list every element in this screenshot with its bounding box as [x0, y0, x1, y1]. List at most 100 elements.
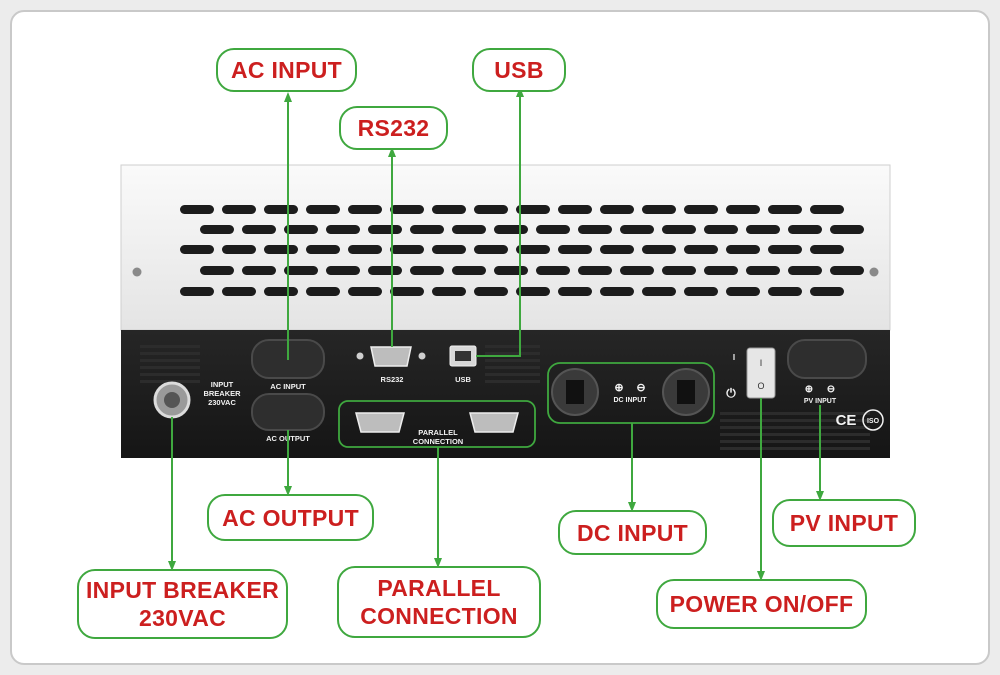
rs232-port: RS232	[356, 346, 426, 384]
callout-pv-input-text: PV INPUT	[789, 510, 899, 536]
panel-vent-slot	[485, 352, 540, 355]
callout-parallel-line2: CONNECTION	[360, 603, 518, 629]
vent-slot	[452, 266, 486, 275]
vent-slot	[704, 225, 738, 234]
pv-minus-icon: ⊖	[827, 384, 835, 395]
ce-mark: CE	[836, 412, 857, 429]
vent-slot	[642, 287, 676, 296]
screw-right	[869, 267, 879, 277]
panel-vent-slot	[140, 345, 200, 348]
screw-left	[132, 267, 142, 277]
panel-vent-slot	[485, 373, 540, 376]
pv-input-socket: ⊕ ⊖ PV INPUT	[787, 339, 867, 405]
dc-input-terminals: ⊕ ⊖ DC INPUT	[547, 362, 715, 424]
callout-parallel-connection: PARALLEL CONNECTION	[337, 566, 541, 638]
vent-slot	[474, 245, 508, 254]
callout-power-on-off: POWER ON/OFF	[656, 579, 867, 629]
vent-slot	[200, 225, 234, 234]
panel-vent-slot	[140, 366, 200, 369]
panel-label-dc-input: DC INPUT	[613, 397, 647, 404]
arrow-usb	[476, 87, 524, 357]
panel-label-breaker-2: BREAKER	[203, 389, 241, 398]
vent-slot	[788, 266, 822, 275]
vent-slot	[432, 205, 466, 214]
switch-on-mark: I	[733, 353, 735, 362]
vent-slot	[642, 245, 676, 254]
vent-slot	[810, 245, 844, 254]
panel-vent-slot	[485, 366, 540, 369]
vent-slot	[620, 266, 654, 275]
vent-slot	[726, 205, 760, 214]
panel-vent-slot	[485, 345, 540, 348]
callout-ac-output-text: AC OUTPUT	[222, 504, 359, 531]
callout-power-text: POWER ON/OFF	[669, 591, 854, 617]
callout-parallel-line1: PARALLEL	[377, 575, 501, 601]
vent-slot	[768, 205, 802, 214]
vent-slot	[474, 205, 508, 214]
vent-slot	[642, 205, 676, 214]
callout-input-breaker-line1: INPUT BREAKER	[85, 577, 280, 603]
vent-slot	[746, 266, 780, 275]
vent-slot	[536, 225, 570, 234]
panel-vents	[140, 345, 870, 450]
panel-label-parallel-2: CONNECTION	[413, 437, 463, 446]
vent-slot	[516, 245, 550, 254]
callout-input-breaker: INPUT BREAKER 230VAC	[77, 569, 288, 639]
vent-slot	[558, 287, 592, 296]
vent-slots	[180, 205, 864, 296]
vent-slot	[264, 287, 298, 296]
vent-slot	[788, 225, 822, 234]
vent-slot	[180, 287, 214, 296]
vent-slot	[746, 225, 780, 234]
callout-rs232: RS232	[339, 106, 448, 150]
callout-dc-input: DC INPUT	[558, 510, 707, 555]
vent-slot	[726, 245, 760, 254]
vent-slot	[600, 205, 634, 214]
vent-slot	[726, 287, 760, 296]
panel-vent-slot	[485, 359, 540, 362]
vent-slot	[410, 266, 444, 275]
panel-label-ac-input: AC INPUT	[270, 382, 306, 391]
vent-slot	[494, 266, 528, 275]
vent-slot	[704, 266, 738, 275]
vent-slot	[368, 225, 402, 234]
panel-vent-slot	[140, 373, 200, 376]
panel-vent-slot	[140, 380, 200, 383]
vent-slot	[432, 245, 466, 254]
panel-vent-slot	[485, 380, 540, 383]
vent-slot	[494, 225, 528, 234]
vent-slot	[306, 287, 340, 296]
callout-ac-input-text: AC INPUT	[230, 57, 342, 83]
iso-mark: ISO	[867, 418, 880, 425]
vent-slot	[662, 225, 696, 234]
callout-rs232-text: RS232	[357, 115, 430, 141]
vent-slot	[452, 225, 486, 234]
vent-slot	[474, 287, 508, 296]
vent-slot	[222, 205, 256, 214]
vent-slot	[326, 225, 360, 234]
vent-slot	[684, 287, 718, 296]
vent-slot	[600, 245, 634, 254]
back-panel: INPUT BREAKER 230VAC AC INPUT AC OUTPUT …	[121, 330, 890, 458]
vent-slot	[662, 266, 696, 275]
vent-slot	[306, 205, 340, 214]
panel-vent-slot	[720, 419, 870, 422]
vent-slot	[684, 205, 718, 214]
vent-slot	[516, 287, 550, 296]
panel-label-parallel-1: PARALLEL	[418, 428, 458, 437]
vent-slot	[242, 266, 276, 275]
panel-vent-slot	[720, 447, 870, 450]
certification-marks: CE ISO	[836, 409, 884, 431]
vent-slot	[768, 287, 802, 296]
vent-slot	[284, 266, 318, 275]
vent-slot	[390, 245, 424, 254]
panel-label-usb: USB	[455, 375, 471, 384]
panel-vent-slot	[720, 426, 870, 429]
vent-slot	[306, 245, 340, 254]
vent-slot	[284, 225, 318, 234]
callout-ac-output: AC OUTPUT	[207, 494, 374, 541]
callout-input-breaker-line2: 230VAC	[138, 605, 227, 631]
vent-slot	[326, 266, 360, 275]
vent-slot	[578, 266, 612, 275]
